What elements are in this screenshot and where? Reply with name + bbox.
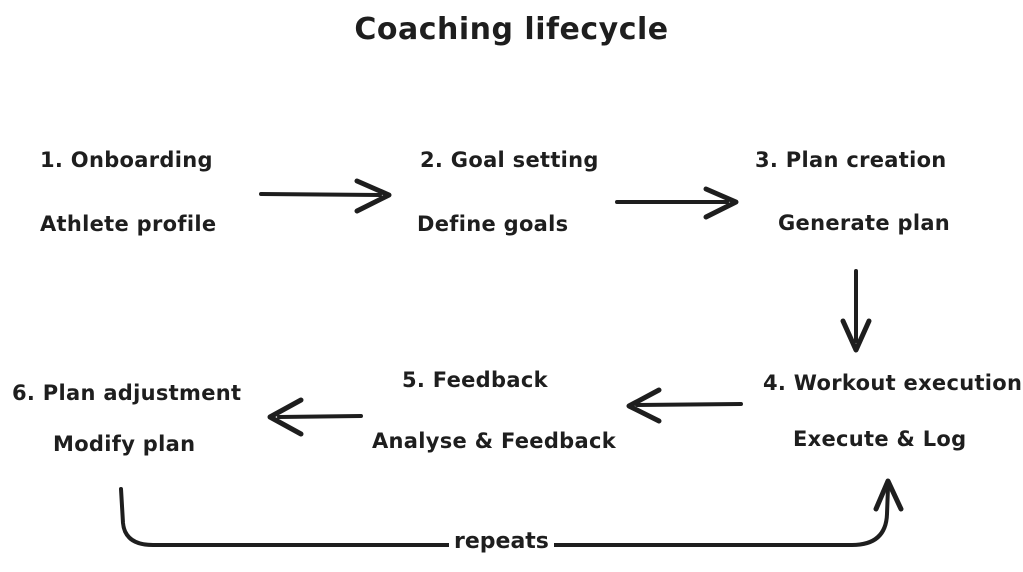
- step-1-title: 1. Onboarding: [40, 148, 213, 172]
- step-6-subtitle: Modify plan: [53, 432, 196, 456]
- step-4-subtitle: Execute & Log: [793, 427, 967, 451]
- step-1-subtitle: Athlete profile: [40, 212, 217, 236]
- arrow-step5-to-step6-icon: [267, 397, 363, 437]
- arrow-step1-to-step2-icon: [259, 178, 392, 214]
- arrow-step2-to-step3-icon: [615, 186, 739, 220]
- diagram-title: Coaching lifecycle: [354, 12, 669, 47]
- arrow-step4-to-step5-icon: [626, 387, 743, 424]
- step-3-subtitle: Generate plan: [778, 211, 951, 235]
- step-6-title: 6. Plan adjustment: [12, 381, 242, 405]
- step-2-subtitle: Define goals: [417, 212, 569, 236]
- step-3-title: 3. Plan creation: [755, 148, 947, 172]
- arrow-step3-to-step4-icon: [840, 269, 872, 353]
- step-2-title: 2. Goal setting: [420, 148, 599, 172]
- step-5-subtitle: Analyse & Feedback: [372, 429, 616, 453]
- step-4-title: 4. Workout execution: [763, 371, 1023, 395]
- loop-repeats-label: repeats: [449, 529, 554, 554]
- step-5-title: 5. Feedback: [402, 368, 548, 392]
